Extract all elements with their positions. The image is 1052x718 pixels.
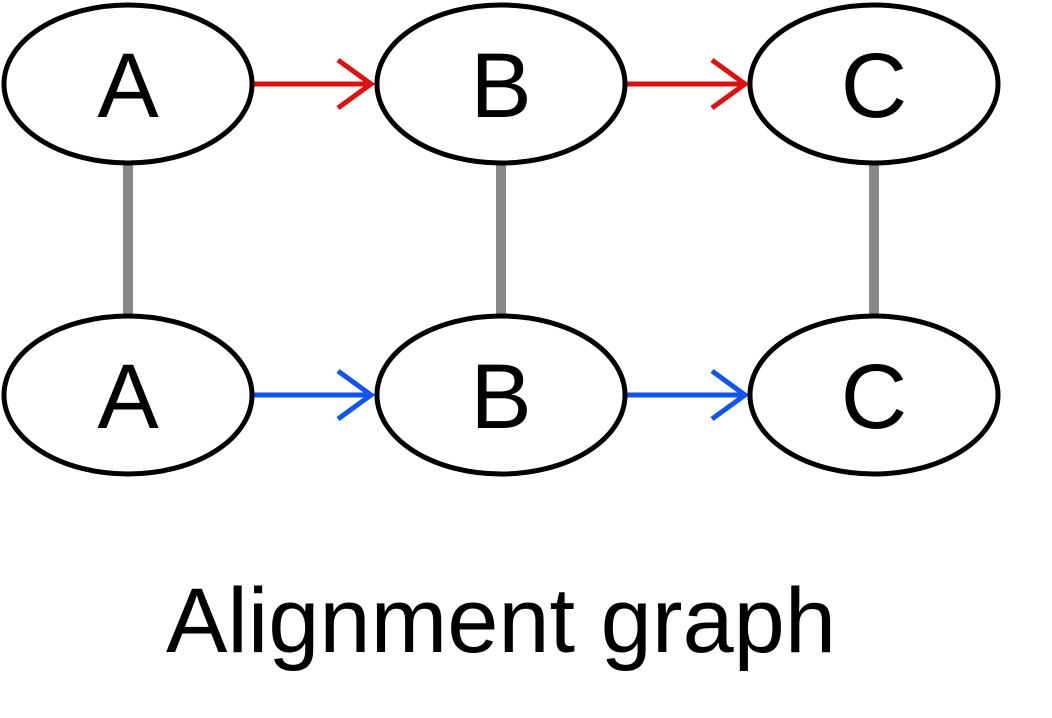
bottom-node-c-label: C xyxy=(841,346,907,448)
top-edge-a-b xyxy=(253,57,376,111)
bottom-node-b: B xyxy=(374,313,628,477)
top-node-c-label: C xyxy=(841,35,907,137)
top-edge-b-c xyxy=(627,57,750,111)
top-node-b: B xyxy=(374,2,628,166)
bottom-node-a: A xyxy=(1,313,255,477)
top-node-a-label: A xyxy=(97,35,159,137)
bottom-node-c: C xyxy=(747,313,1001,477)
diagram-caption: Alignment graph xyxy=(166,570,836,672)
top-node-b-label: B xyxy=(470,35,531,137)
bottom-edge-a-b xyxy=(253,368,376,422)
bottom-node-a-label: A xyxy=(97,346,159,448)
bottom-edge-b-c xyxy=(627,368,750,422)
top-node-a: A xyxy=(1,2,255,166)
bottom-node-b-label: B xyxy=(470,346,531,448)
top-node-c: C xyxy=(747,2,1001,166)
